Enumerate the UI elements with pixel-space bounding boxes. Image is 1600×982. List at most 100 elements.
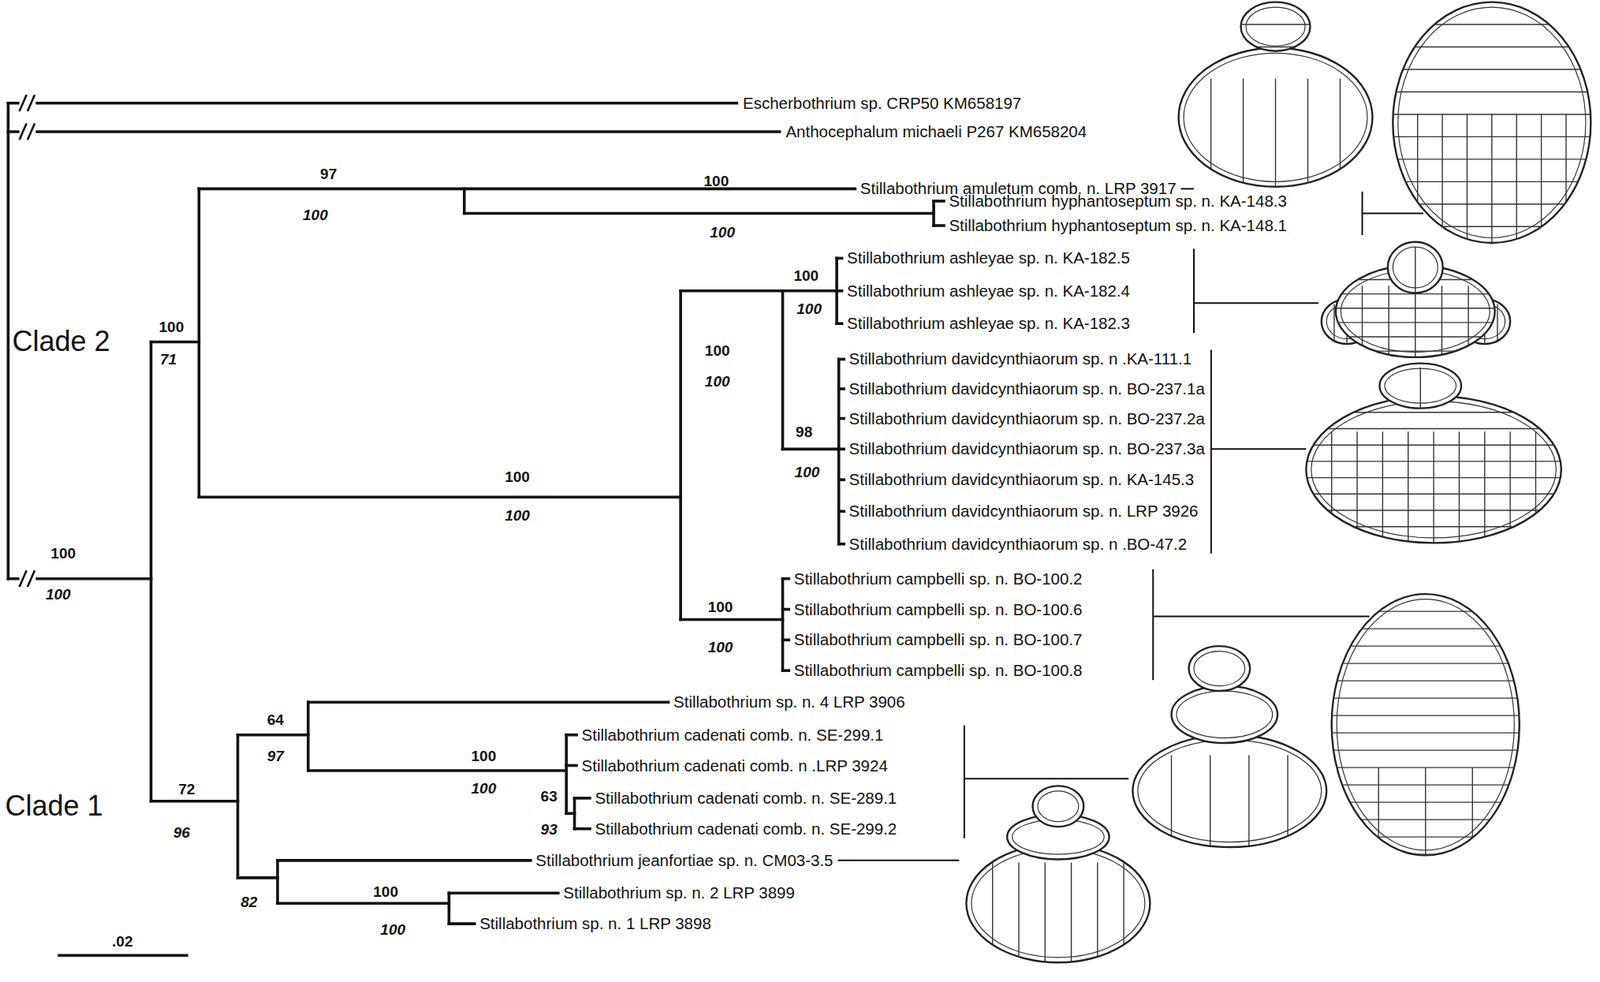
branch (198, 187, 855, 191)
branch (783, 447, 840, 452)
loculus-outline (1033, 785, 1085, 827)
branch (839, 542, 844, 546)
taxon-label: Stillabothrium cadenati comb. n. SE-289.… (594, 790, 897, 807)
taxon-label: Stillabothrium davidcynthiaorum sp. n. B… (849, 410, 1205, 427)
branch (306, 701, 310, 771)
support-value: 71 (160, 351, 177, 367)
branch (839, 477, 844, 482)
scolex-campbelli (1331, 593, 1520, 855)
branch (464, 212, 934, 216)
scolex-davidcynthiaorum (1305, 363, 1562, 544)
support-value: 64 (267, 712, 284, 728)
taxon-label: Stillabothrium davidcynthiaorum sp. n .K… (849, 350, 1193, 368)
taxon-label: Stillabothrium cadenati comb. n .LRP 392… (581, 757, 888, 774)
branch (197, 188, 202, 497)
support-value: 97 (267, 747, 284, 763)
loculus-outline (1189, 645, 1251, 691)
branch (7, 130, 780, 134)
taxon-label: Stillabothrium campbelli sp. n. BO-100.8 (794, 662, 1083, 679)
branch (781, 578, 785, 671)
bracket (1193, 248, 1195, 333)
leader-line (1361, 212, 1424, 214)
bracket (1210, 349, 1213, 553)
branch (837, 358, 841, 544)
loculus-outline (1178, 48, 1373, 187)
support-value: 100 (380, 921, 406, 937)
branch (447, 892, 452, 924)
taxon-label: Stillabothrium ashleyae sp. n. KA-182.5 (846, 249, 1131, 267)
taxon-label: Stillabothrium campbelli sp. n. BO-100.2 (794, 570, 1083, 587)
break-mark (27, 570, 35, 587)
taxon-label: Stillabothrium davidcynthiaorum sp. n. L… (849, 503, 1199, 520)
branch (836, 257, 842, 261)
branch (7, 103, 11, 579)
branch (7, 101, 737, 105)
taxon-label: Stillabothrium cadenati comb. n. SE-299.… (594, 820, 897, 837)
branch (275, 860, 280, 903)
scolex-hyphantoseptum (1392, 2, 1591, 243)
branch (574, 827, 590, 831)
support-value: 100 (470, 747, 497, 763)
branch (308, 700, 669, 704)
leader-line (964, 777, 1129, 780)
support-value: 100 (708, 639, 734, 655)
scolex-jeanfortiae (965, 785, 1150, 963)
loculus-outline (1241, 2, 1311, 52)
branch (680, 618, 783, 622)
support-value: 100 (45, 586, 71, 602)
taxon-label: Stillabothrium ashleyae sp. n. KA-182.3 (846, 315, 1131, 332)
taxon-label: Stillabothrium davidcynthiaorum sp. n. K… (849, 471, 1195, 489)
branch (836, 289, 842, 293)
taxon-label: Stillabothrium jeanfortiae sp. n. CM03-3… (535, 852, 833, 869)
branch (198, 495, 681, 499)
branch (59, 953, 187, 957)
branch (574, 796, 590, 800)
branch (566, 764, 577, 768)
support-value: 97 (320, 165, 337, 181)
loculus-outline (1171, 686, 1279, 743)
support-value: 63 (540, 788, 558, 804)
support-value: 100 (159, 319, 185, 335)
bracket (963, 725, 966, 839)
leader-line (1181, 187, 1194, 190)
branch (448, 921, 474, 925)
support-value: 96 (173, 824, 191, 840)
branch (933, 199, 944, 203)
taxon-label: Stillabothrium campbelli sp. n. BO-100.7 (794, 631, 1083, 649)
support-value: 100 (796, 300, 822, 316)
leader-line (1211, 447, 1306, 450)
branch (564, 734, 568, 814)
loculus-outline (1379, 363, 1462, 409)
support-value: 100 (708, 598, 734, 614)
taxon-label: Stillabothrium davidcynthiaorum sp. n. B… (849, 380, 1205, 398)
support-value: 100 (704, 342, 731, 358)
scolex-amuletum (1178, 2, 1373, 187)
break-mark (19, 570, 27, 587)
branch (238, 733, 309, 737)
support-value: 100 (372, 883, 399, 899)
branch (678, 290, 683, 620)
support-value: 100 (704, 372, 731, 388)
loculus-outline (1305, 395, 1562, 543)
clade-label: Clade 2 (12, 327, 111, 356)
taxon-label: Stillabothrium cadenati comb. n. SE-299.… (581, 726, 884, 743)
support-value: 100 (793, 268, 819, 284)
loculus-outline (1387, 242, 1444, 294)
branch (781, 290, 785, 450)
branch (836, 321, 842, 325)
support-value: 100 (704, 173, 730, 189)
leader-line (838, 859, 960, 862)
support-value: 100 (709, 223, 735, 239)
leader-line (1152, 615, 1369, 618)
branch (839, 447, 844, 452)
branch (151, 799, 239, 803)
loculus-outline (1331, 593, 1520, 855)
branch (839, 417, 844, 421)
support-value: 93 (540, 820, 558, 836)
support-value: 100 (302, 206, 329, 222)
branch (783, 577, 790, 581)
scolex-cadenati (1132, 645, 1327, 847)
taxon-label: Stillabothrium campbelli sp. n. BO-100.6 (794, 600, 1083, 618)
